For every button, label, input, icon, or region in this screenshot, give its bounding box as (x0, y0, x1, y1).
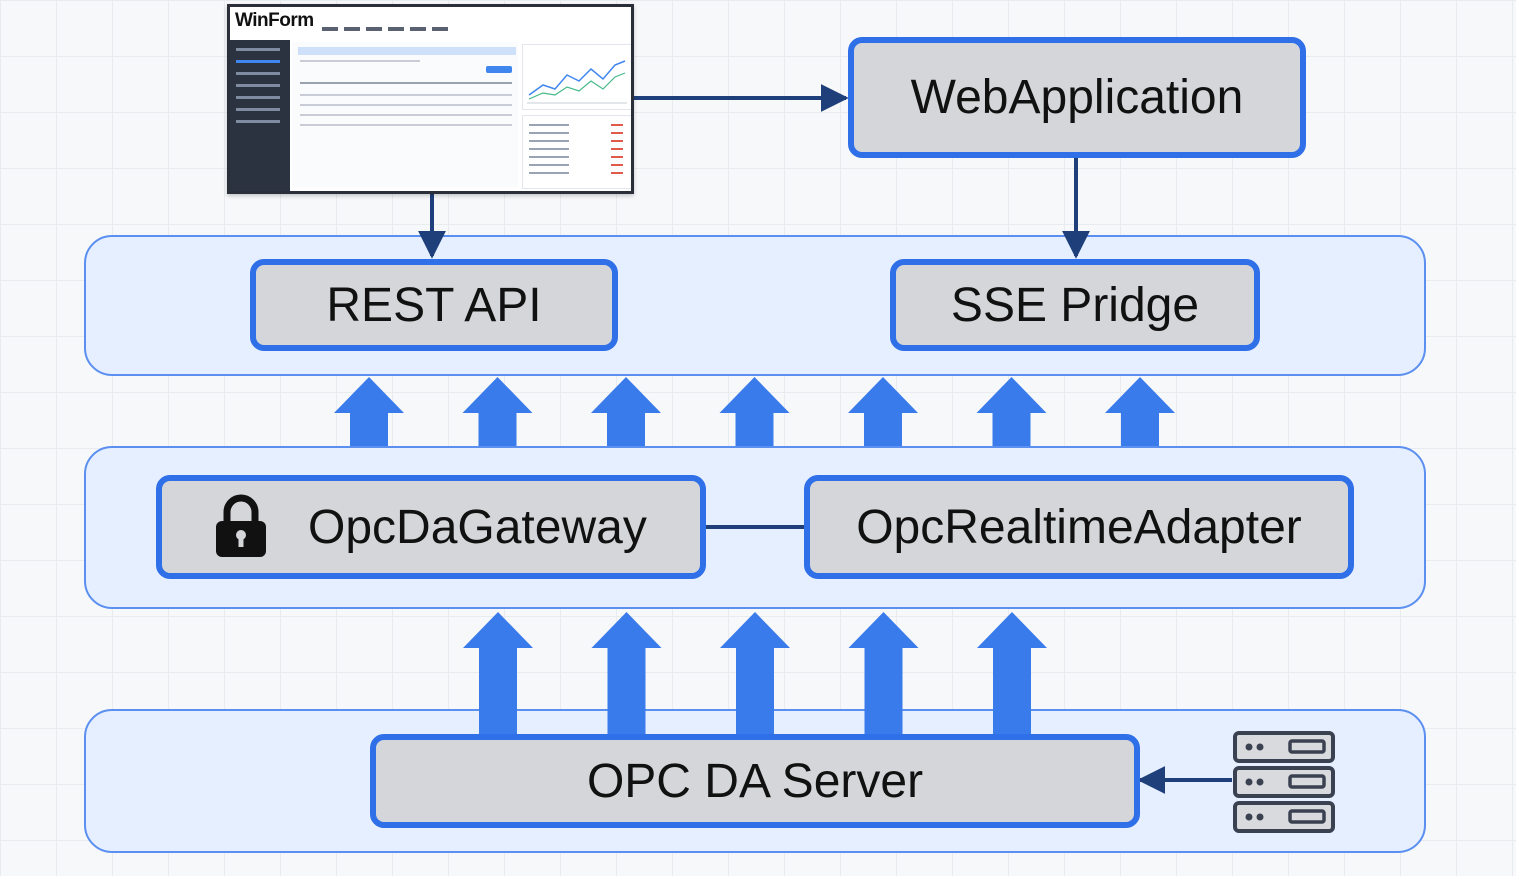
up-arrow-to-gateway-layer-2 (591, 612, 662, 736)
up-arrow-to-gateway-layer-1 (463, 612, 533, 736)
up-arrow-to-gateway-layer-4 (848, 612, 919, 736)
up-arrow-to-api-layer-5 (848, 377, 918, 446)
winform-table-panel (292, 42, 518, 187)
up-arrow-to-api-layer-7 (1105, 377, 1175, 446)
up-arrows-bottom-to-middle (463, 612, 1047, 736)
winform-title: WinForm (235, 10, 314, 31)
opc-da-server-node: OPC DA Server (370, 734, 1140, 828)
up-arrow-to-api-layer-2 (462, 377, 533, 446)
sse-bridge-label: SSE Pridge (950, 278, 1200, 332)
winform-list-panel (522, 115, 631, 189)
opc-da-gateway-label: OpcDaGateway (308, 500, 647, 554)
up-arrow-to-api-layer-1 (334, 377, 404, 446)
winform-toolbar (322, 18, 631, 32)
up-arrow-to-api-layer-6 (976, 377, 1047, 446)
opc-da-server-label: OPC DA Server (586, 754, 924, 808)
server-rack-icon (1233, 731, 1335, 833)
rest-api-node: REST API (250, 259, 618, 351)
opc-realtime-adapter-label: OpcRealtimeAdapter (856, 500, 1302, 554)
web-application-label: WebApplication (910, 71, 1244, 124)
winform-line-chart (522, 44, 631, 110)
web-application-node: WebApplication (848, 37, 1306, 158)
up-arrow-to-gateway-layer-5 (977, 612, 1047, 736)
rest-api-label: REST API (326, 278, 542, 332)
lock-icon (216, 494, 266, 557)
winform-window: WinForm (227, 4, 634, 194)
up-arrow-to-gateway-layer-3 (720, 612, 790, 736)
sse-bridge-node: SSE Pridge (890, 259, 1260, 351)
up-arrow-to-api-layer-3 (591, 377, 661, 446)
opc-realtime-adapter-node: OpcRealtimeAdapter (804, 475, 1354, 579)
up-arrows-middle-to-top (334, 377, 1175, 446)
winform-sidebar (230, 40, 290, 191)
connector-lines (418, 84, 1232, 794)
up-arrow-to-api-layer-4 (719, 377, 790, 446)
